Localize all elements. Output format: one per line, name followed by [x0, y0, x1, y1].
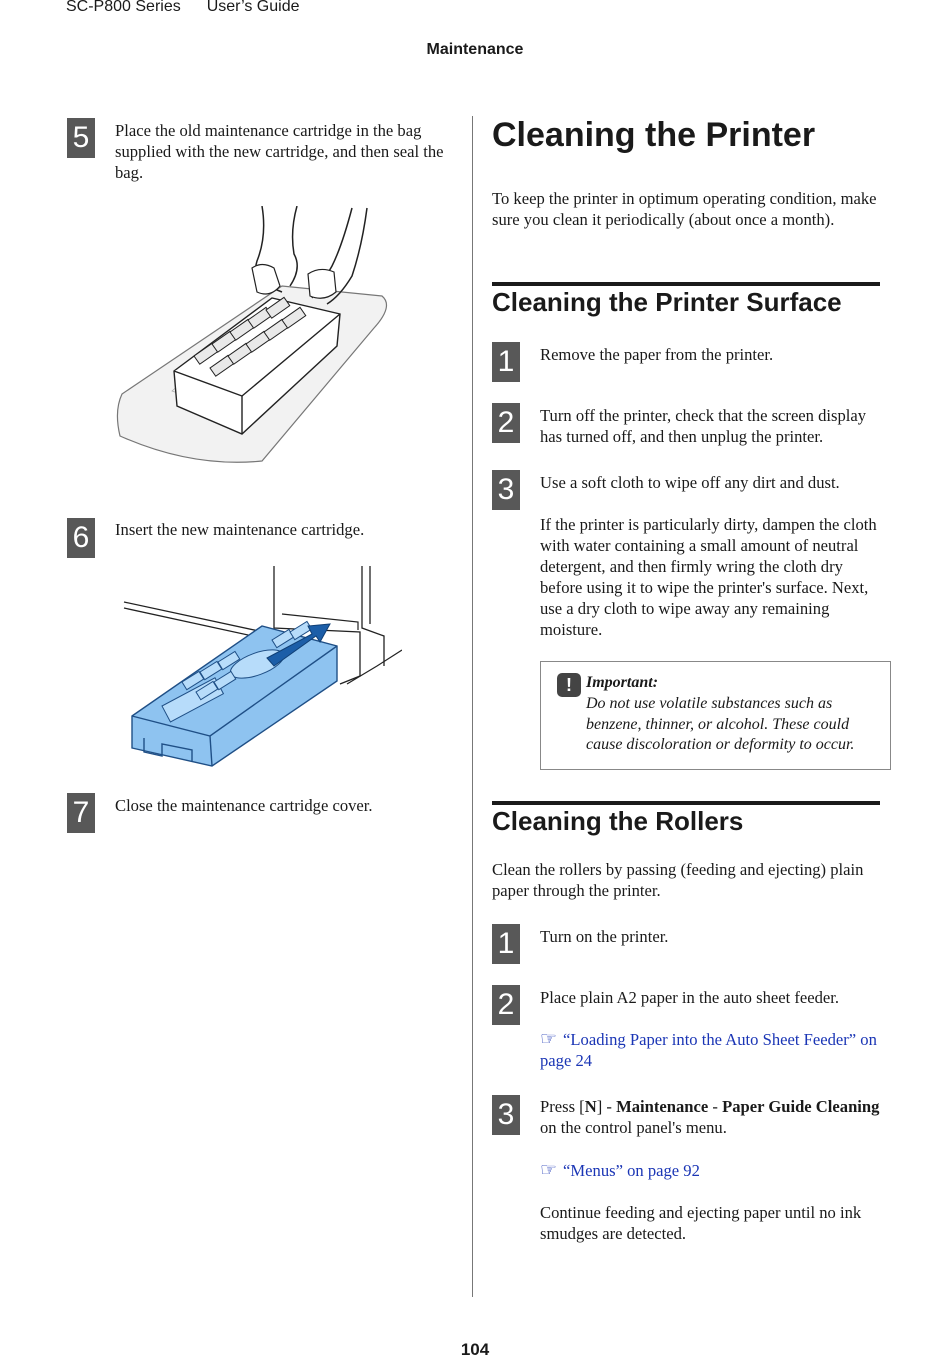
- surface-step-3-detail: If the printer is particularly dirty, da…: [540, 515, 877, 639]
- rollers-step-1-badge: 1: [492, 924, 520, 964]
- important-title: Important:: [586, 674, 659, 691]
- guide-name: User’s Guide: [206, 0, 300, 15]
- menu-paper-guide-cleaning: Paper Guide Cleaning: [722, 1097, 880, 1116]
- surface-step-3-badge: 3: [492, 470, 520, 510]
- column-divider: [472, 116, 473, 1297]
- rollers-heading: Cleaning the Rollers: [492, 806, 744, 836]
- menus-link[interactable]: “Menus” on page 92: [563, 1161, 700, 1180]
- press-text-rest: on the control panel's menu.: [540, 1118, 727, 1137]
- pointing-hand-icon: ☞: [540, 1160, 558, 1181]
- page-number: 104: [460, 1340, 490, 1359]
- step-5-text: Place the old maintenance cartridge in t…: [115, 121, 444, 182]
- exclamation-icon: !: [557, 673, 581, 697]
- bag-illustration: [116, 206, 388, 463]
- step-5-badge: 5: [67, 118, 95, 158]
- rollers-step-2-badge: 2: [492, 985, 520, 1025]
- rollers-step-3-detail: Continue feeding and ejecting paper unti…: [540, 1203, 862, 1243]
- pointing-hand-icon: ☞: [540, 1029, 558, 1050]
- surface-step-3-text: Use a soft cloth to wipe off any dirt an…: [540, 473, 840, 492]
- step-6-badge: 6: [67, 518, 95, 558]
- step-7-badge: 7: [67, 793, 95, 833]
- surface-step-1-text: Remove the paper from the printer.: [540, 345, 774, 364]
- insert-cartridge-illustration: [123, 566, 402, 767]
- series-name: SC-P800 Series: [66, 0, 181, 15]
- rollers-step-1-text: Turn on the printer.: [540, 927, 669, 946]
- menu-maintenance: Maintenance: [616, 1097, 709, 1116]
- rollers-step-3-text: Press [N] - Maintenance - Paper Guide Cl…: [540, 1096, 885, 1138]
- section-rule: [492, 801, 880, 805]
- important-note: ! Important: Do not use volatile substan…: [540, 661, 891, 770]
- rollers-step-3-link-line: ☞ “Menus” on page 92: [540, 1160, 885, 1181]
- loading-paper-link[interactable]: “Loading Paper into the Auto Sheet Feede…: [540, 1030, 877, 1070]
- press-text: Press [: [540, 1097, 585, 1116]
- surface-step-2-badge: 2: [492, 403, 520, 443]
- step-6-text: Insert the new maintenance cartridge.: [115, 520, 365, 539]
- intro-paragraph: To keep the printer in optimum operating…: [492, 189, 877, 229]
- important-body: Do not use volatile substances such as b…: [586, 695, 855, 753]
- surface-heading: Cleaning the Printer Surface: [492, 287, 842, 317]
- rollers-step-2-link-line: ☞“Loading Paper into the Auto Sheet Feed…: [540, 1029, 885, 1071]
- section-rule: [492, 282, 880, 286]
- rollers-step-3-badge: 3: [492, 1095, 520, 1135]
- rollers-step-2-text: Place plain A2 paper in the auto sheet f…: [540, 988, 840, 1007]
- section-title: Maintenance: [426, 41, 524, 58]
- press-text-close: ] -: [596, 1097, 617, 1116]
- menu-separator: -: [708, 1097, 723, 1116]
- surface-step-2-text: Turn off the printer, check that the scr…: [540, 406, 867, 446]
- step-7-text: Close the maintenance cartridge cover.: [115, 796, 373, 815]
- running-header: SC-P800 Series User’s Guide: [66, 0, 300, 16]
- wrench-icon: N: [584, 1097, 597, 1116]
- rollers-intro: Clean the rollers by passing (feeding an…: [492, 860, 864, 900]
- page-title: Cleaning the Printer: [492, 116, 816, 154]
- surface-step-1-badge: 1: [492, 342, 520, 382]
